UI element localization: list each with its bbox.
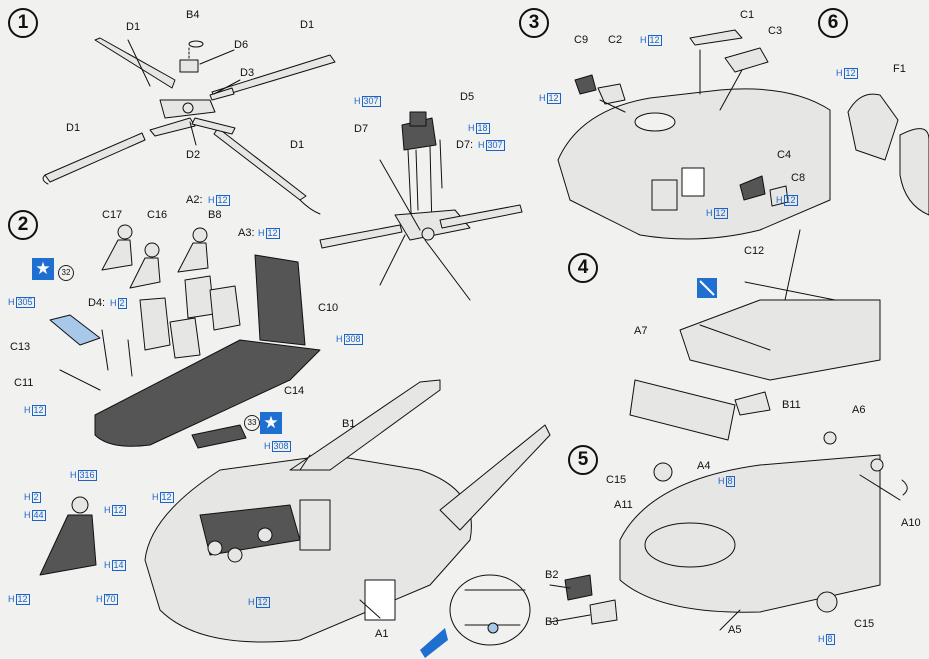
part-label-a4: A4 (697, 460, 711, 472)
part-label-d1-a: D1 (126, 21, 141, 33)
part-label-d1-b: D1 (300, 19, 315, 31)
step-3-marker: 3 (519, 8, 549, 38)
part-label-c16: C16 (147, 209, 168, 221)
part-label-a2: A2: (186, 194, 203, 206)
part-label-c10: C10 (318, 302, 339, 314)
cockpit-glass-f1 (847, 93, 929, 216)
part-label-a6: A6 (852, 404, 866, 416)
part-label-c1: C1 (740, 9, 755, 21)
cut-symbol-icon (697, 278, 717, 298)
step-1-marker: 1 (8, 8, 38, 38)
part-label-d3: D3 (240, 67, 255, 79)
rotor-hub-assembly (319, 111, 523, 301)
part-label-b8: B8 (208, 209, 222, 221)
part-label-c17: C17 (102, 209, 123, 221)
part-label-a7: A7 (634, 325, 648, 337)
part-label-c11: C11 (14, 377, 34, 389)
part-label-d7-b: D7: (456, 139, 474, 151)
main-rotor-blades (42, 37, 336, 215)
small-parts-c13-c11 (49, 314, 133, 391)
part-label-d1-c: D1 (66, 122, 81, 134)
main-fuselage-b1-a1 (144, 379, 551, 643)
part-label-d2: D2 (186, 149, 201, 161)
cabin-floor-c14 (94, 254, 321, 447)
glue-symbol-icon (420, 628, 448, 658)
part-label-d6: D6 (234, 39, 249, 51)
step-2-marker: 2 (8, 210, 38, 240)
part-label-b1: B1 (342, 418, 356, 430)
step5-fuselage (564, 431, 908, 625)
part-label-a1: A1 (375, 628, 389, 640)
decal-number-33: 33 (244, 415, 260, 431)
part-label-d1-d: D1 (290, 139, 305, 151)
part-label-f1: F1 (893, 63, 906, 75)
step-6-marker: 6 (818, 8, 848, 38)
part-label-c2: C2 (608, 34, 623, 46)
decal-star-icon-1: ★ (32, 258, 54, 280)
part-label-c13: C13 (10, 341, 31, 353)
part-label-b11: B11 (782, 399, 801, 411)
decal-sheet-33 (191, 424, 247, 449)
part-label-c3: C3 (768, 25, 783, 37)
part-label-a5: A5 (728, 624, 742, 636)
upper-fuselage (557, 29, 831, 240)
part-label-c9: C9 (574, 34, 589, 46)
step-4-marker: 4 (568, 253, 598, 283)
rotor-head-d6 (179, 40, 235, 101)
part-label-a11: A11 (614, 499, 633, 511)
crew-figures (39, 224, 209, 576)
decal-star-icon-2: ★ (260, 412, 282, 434)
decal-number-32: 32 (58, 265, 74, 281)
step-5-marker: 5 (568, 445, 598, 475)
part-label-d7-a: D7 (354, 123, 369, 135)
part-label-c12: C12 (744, 245, 765, 257)
part-label-c8: C8 (791, 172, 806, 184)
part-label-c14: C14 (284, 385, 305, 397)
part-label-b2: B2 (545, 569, 559, 581)
part-label-c4: C4 (777, 149, 792, 161)
part-label-b3: B3 (545, 616, 559, 628)
part-label-c15-b: C15 (854, 618, 875, 630)
tail-section (629, 229, 881, 441)
part-label-b4: B4 (186, 9, 200, 21)
rotor-hub-d2 (149, 99, 236, 137)
part-label-a3: A3: (238, 227, 255, 239)
detail-inset (449, 574, 531, 646)
part-label-a10: A10 (901, 517, 921, 529)
part-label-d5: D5 (460, 91, 475, 103)
part-label-c15-a: C15 (606, 474, 627, 486)
part-label-d4: D4: (88, 297, 106, 309)
